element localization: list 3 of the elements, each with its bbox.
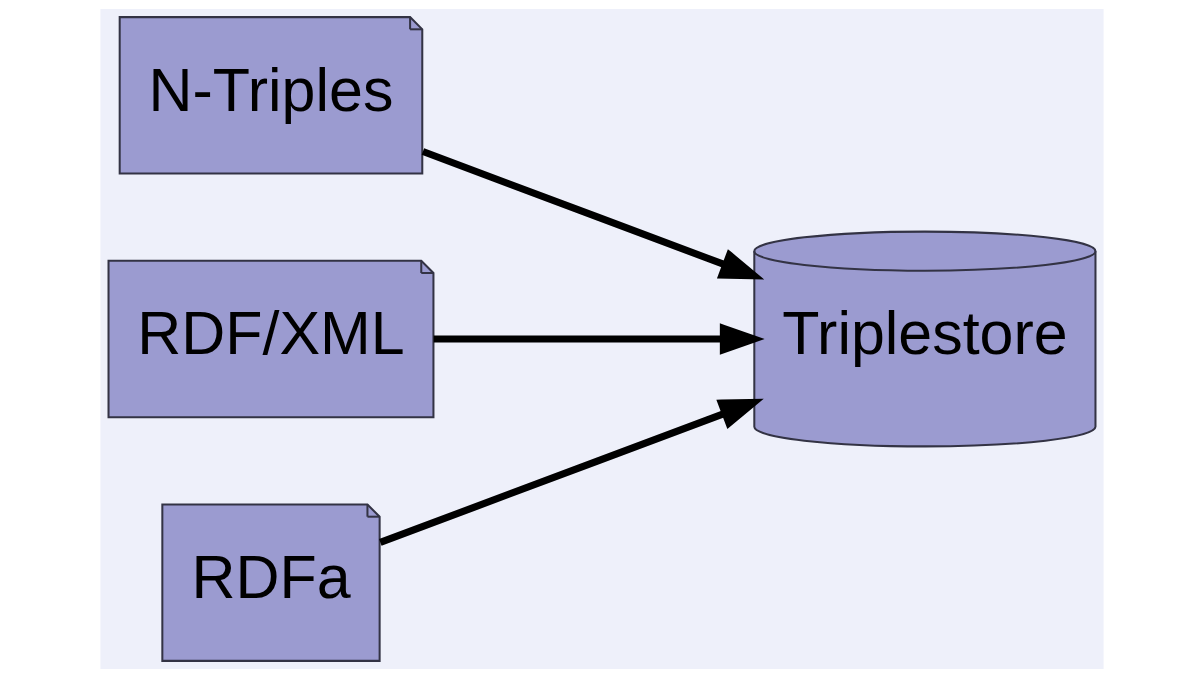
arrow <box>378 398 764 546</box>
arrow <box>421 147 764 280</box>
arrow <box>433 322 765 355</box>
